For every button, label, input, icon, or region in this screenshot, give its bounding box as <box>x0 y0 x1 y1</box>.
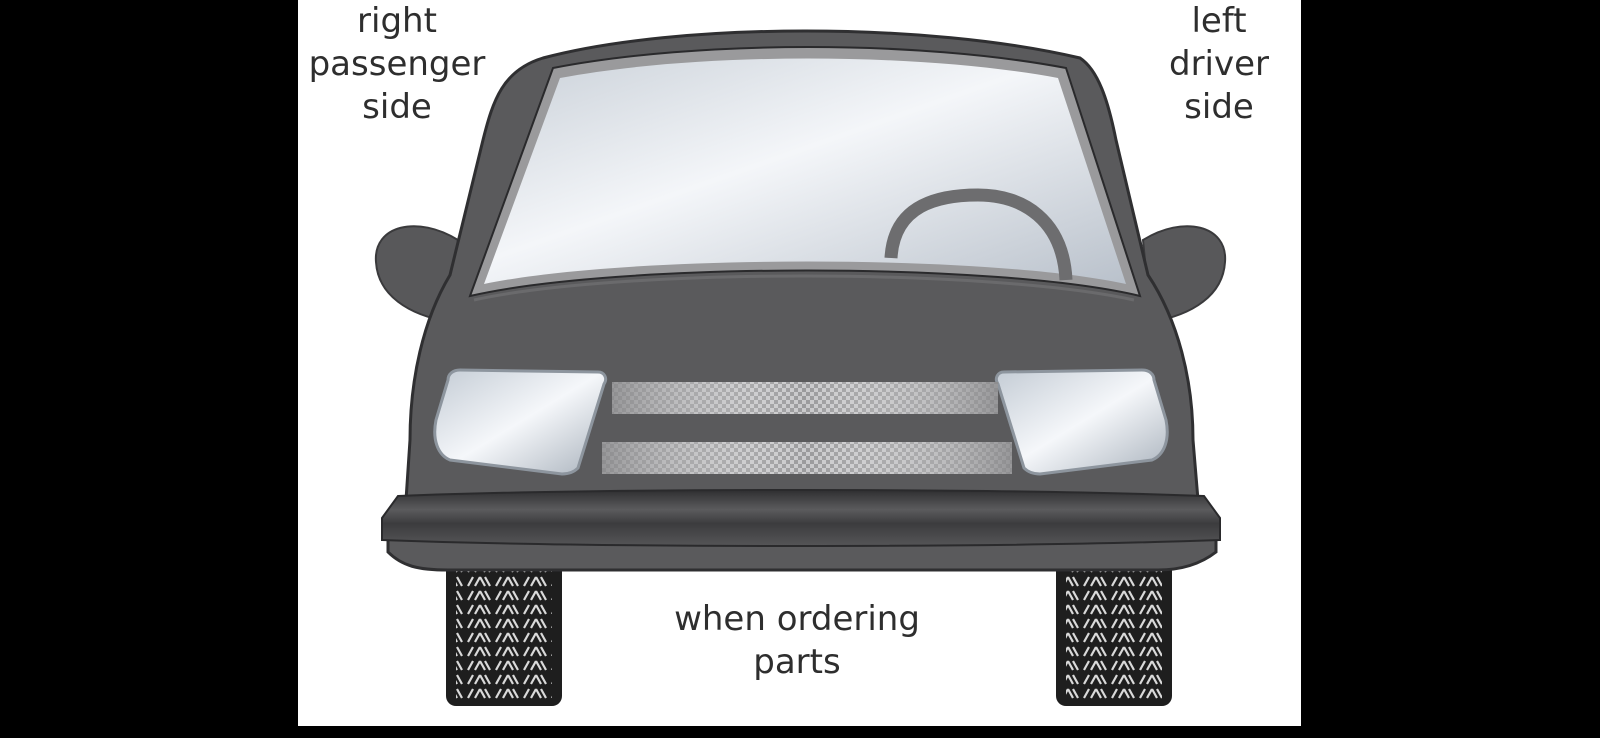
upper-grille <box>612 382 998 414</box>
bottom-note-line-1: when ordering <box>674 599 920 639</box>
right-front-tire <box>446 556 562 706</box>
right-side-line-2: passenger <box>308 44 486 84</box>
bottom-note-line-2: parts <box>753 642 841 682</box>
diagram-panel: right passenger side left driver side wh… <box>298 0 1301 726</box>
right-passenger-side-label: right passenger side <box>298 0 496 129</box>
left-side-line-2: driver <box>1168 44 1270 84</box>
front-bumper <box>381 489 1221 547</box>
right-headlight <box>433 368 608 476</box>
left-front-tire <box>1056 556 1172 706</box>
left-driver-side-label: left driver side <box>1149 0 1289 129</box>
lower-grille <box>602 442 1012 474</box>
ordering-parts-note: when ordering parts <box>667 598 927 684</box>
left-side-mirror <box>1141 225 1227 324</box>
left-side-line-1: left <box>1191 1 1247 41</box>
left-headlight <box>994 368 1169 476</box>
left-side-line-3: side <box>1184 87 1254 127</box>
car-front-illustration <box>374 29 1227 706</box>
windshield <box>468 46 1142 298</box>
steering-wheel <box>884 188 1073 281</box>
right-side-line-3: side <box>362 87 432 127</box>
right-side-line-1: right <box>357 1 437 41</box>
